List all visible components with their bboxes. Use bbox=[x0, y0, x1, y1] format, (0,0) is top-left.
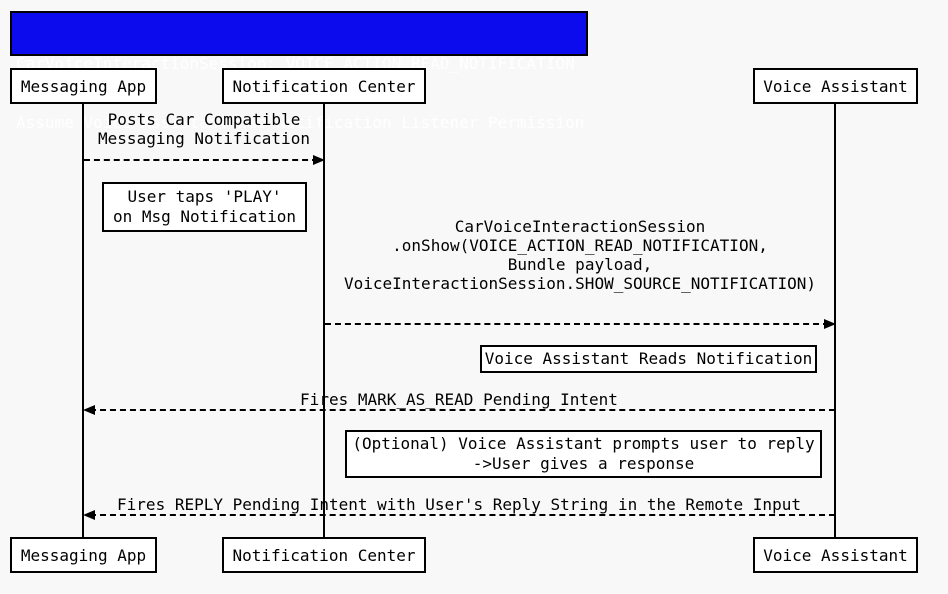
message-label-onshow: CarVoiceInteractionSession .onShow(VOICE… bbox=[343, 217, 816, 293]
message-label-posts-notification: Posts Car Compatible Messaging Notificat… bbox=[98, 110, 310, 148]
note-optional-reply-prompt: (Optional) Voice Assistant prompts user … bbox=[345, 430, 822, 478]
note-voice-assistant-reads: Voice Assistant Reads Notification bbox=[480, 345, 817, 373]
dashed-line bbox=[325, 323, 829, 325]
diagram-title: CarVoiceInteractionSession: VOICE_ACTION… bbox=[10, 11, 588, 132]
arrowhead-left-icon bbox=[83, 405, 95, 415]
message-arrow-mark-as-read bbox=[83, 405, 835, 415]
actor-messaging-app-top: Messaging App bbox=[10, 68, 157, 104]
actor-messaging-app-bottom: Messaging App bbox=[10, 537, 157, 573]
message-arrow-posts-notification bbox=[84, 155, 325, 165]
message-label-mark-as-read: Fires MARK_AS_READ Pending Intent bbox=[300, 390, 618, 409]
arrowhead-right-icon bbox=[313, 155, 325, 165]
dashed-line bbox=[84, 159, 318, 161]
message-arrow-reply-intent bbox=[83, 510, 835, 520]
arrowhead-left-icon bbox=[83, 510, 95, 520]
actor-voice-assistant-top: Voice Assistant bbox=[753, 68, 918, 104]
arrowhead-right-icon bbox=[824, 319, 836, 329]
diagram-title-line2: Assume Voice Assistant has Notification … bbox=[16, 112, 585, 132]
dashed-line bbox=[90, 514, 835, 516]
message-label-reply-intent: Fires REPLY Pending Intent with User's R… bbox=[117, 495, 801, 514]
message-arrow-onshow bbox=[325, 319, 836, 329]
note-user-taps-play: User taps 'PLAY' on Msg Notification bbox=[102, 182, 307, 232]
lifeline-notification-center bbox=[323, 104, 325, 537]
actor-voice-assistant-bottom: Voice Assistant bbox=[753, 537, 918, 573]
actor-notification-center-bottom: Notification Center bbox=[222, 537, 426, 573]
actor-notification-center-top: Notification Center bbox=[222, 68, 426, 104]
dashed-line bbox=[90, 409, 835, 411]
lifeline-messaging-app bbox=[82, 104, 84, 537]
